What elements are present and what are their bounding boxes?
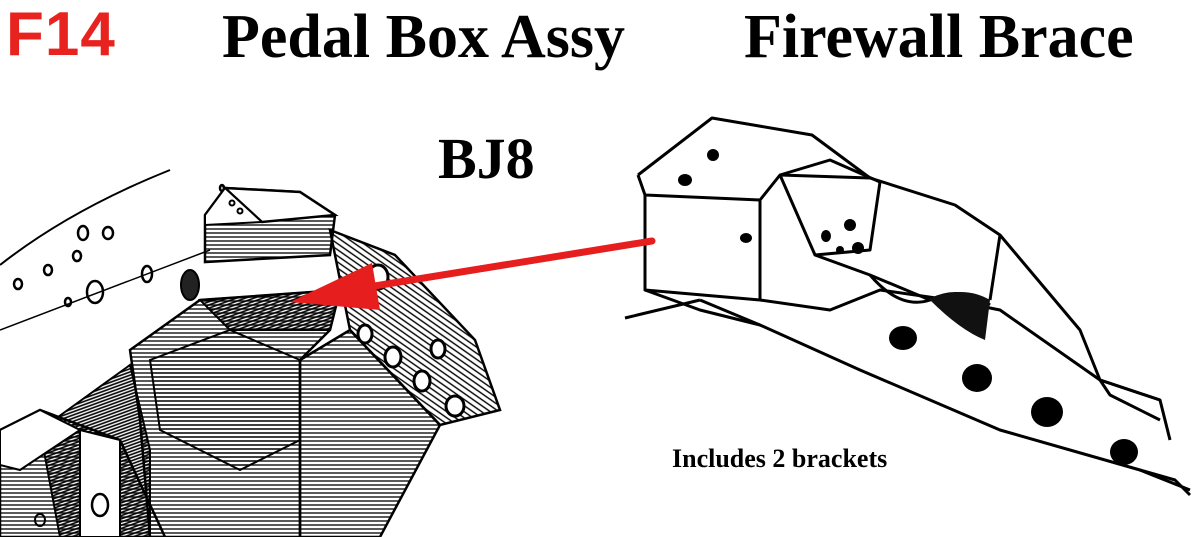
part-code: F14: [6, 0, 116, 69]
title-firewall-brace: Firewall Brace: [744, 3, 1134, 71]
title-pedal-box: Pedal Box Assy: [222, 3, 626, 71]
caption: Includes 2 brackets: [672, 444, 888, 473]
model-label: BJ8: [438, 126, 535, 191]
